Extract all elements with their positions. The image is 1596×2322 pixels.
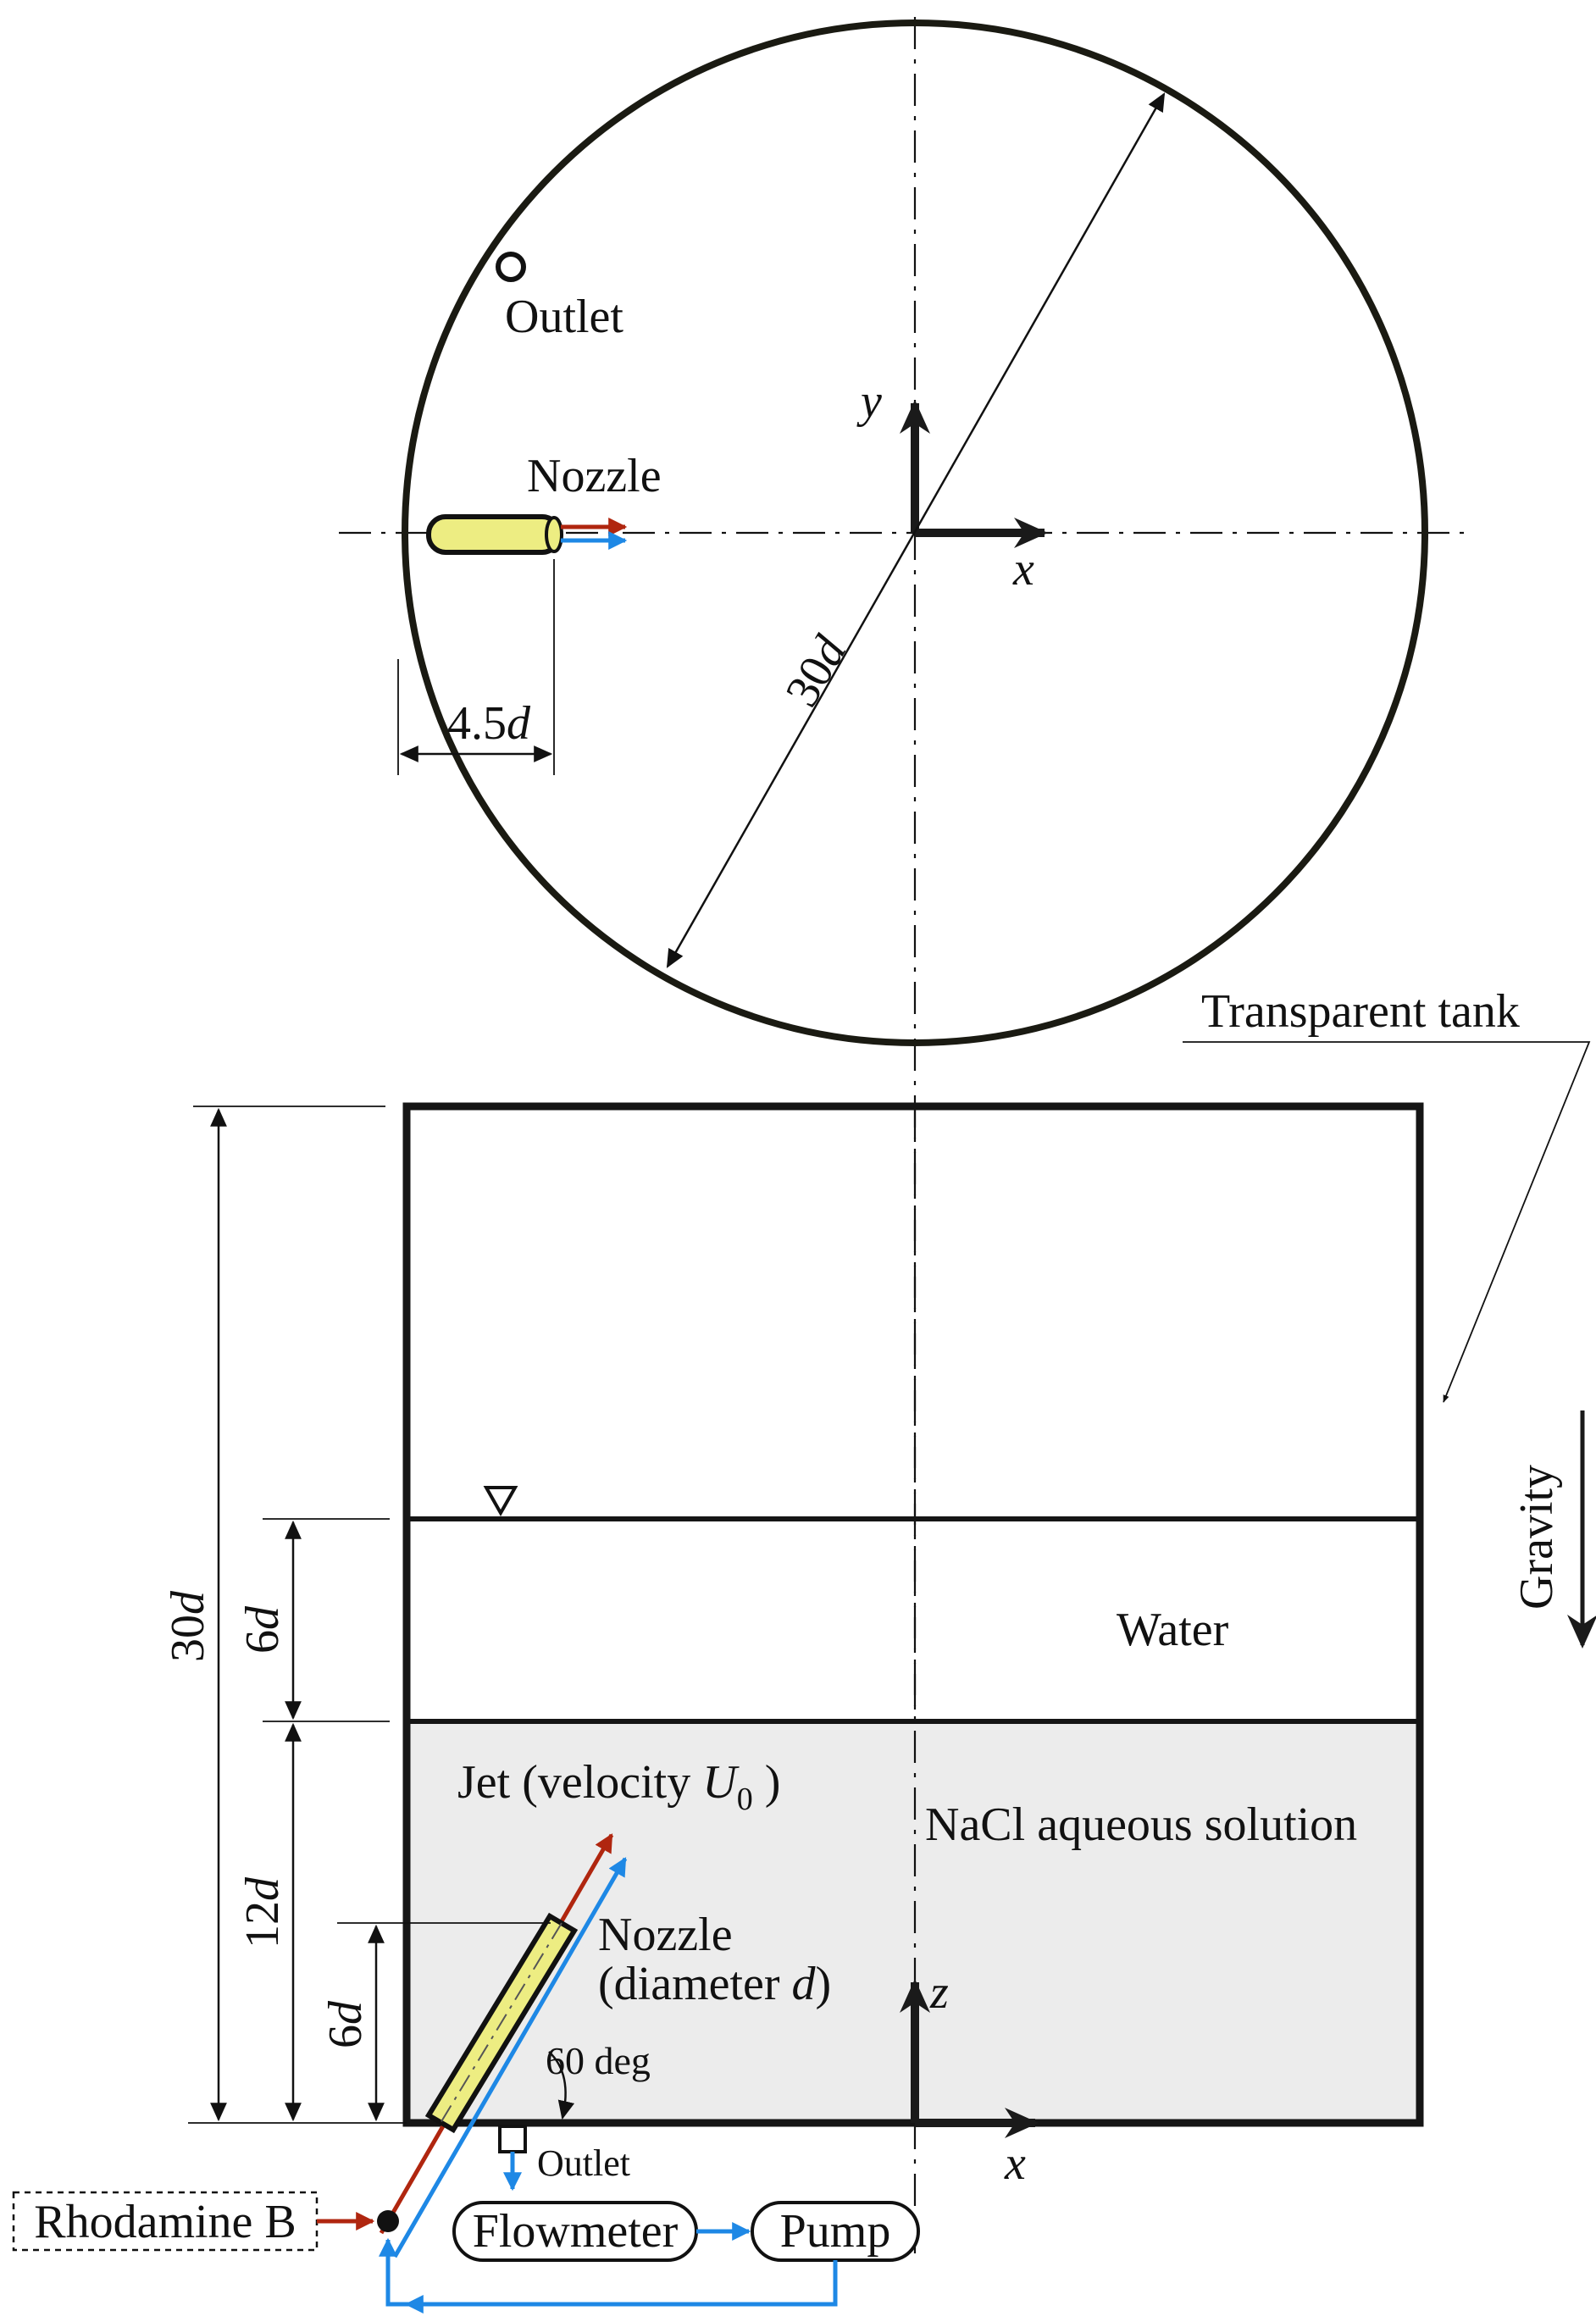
water-level-icon: [483, 1486, 518, 1517]
height-lower-label: 12d: [236, 1876, 289, 1948]
gravity-label: Gravity: [1510, 1465, 1563, 1610]
top-nozzle-icon: [426, 514, 562, 555]
side-nozzle-label-line2: (diameter d): [598, 1958, 831, 2010]
height-total-label: 30d: [162, 1590, 214, 1662]
mixing-junction: [377, 2210, 399, 2232]
angle-arc: [548, 2051, 575, 2120]
tank-label: Transparent tank: [1201, 985, 1520, 1038]
bottom-outlet-label: Outlet: [537, 2142, 630, 2184]
bottom-outlet-icon: [498, 2125, 527, 2153]
diameter-dimension: [666, 92, 1166, 968]
side-nozzle-label-line1: Nozzle: [598, 1909, 733, 1961]
pump-label: Pump: [780, 2205, 891, 2258]
x-axis-label-side: x: [1004, 2137, 1026, 2190]
top-outlet-icon: [496, 252, 526, 282]
y-axis-label: y: [856, 375, 882, 428]
offset-label: 4.5d: [447, 697, 531, 750]
height-upper-label: 6d: [236, 1605, 289, 1654]
top-outlet-label: Outlet: [505, 291, 623, 343]
water-jet-arrow: [392, 1857, 628, 2258]
side-view: Water NaCl aqueous solution Transparent …: [162, 985, 1596, 2258]
rhodamine-label: Rhodamine B: [34, 2196, 296, 2248]
flowmeter-label: Flowmeter: [473, 2205, 679, 2258]
height-nozzle-label: 6d: [319, 2000, 372, 2048]
water-label: Water: [1117, 1604, 1229, 1656]
angle-label: 60 deg: [546, 2039, 651, 2082]
jet-label: Jet (velocity U0 ): [457, 1756, 780, 1817]
tank-circle: [402, 19, 1428, 1046]
z-axis-label: z: [929, 1966, 949, 2019]
x-axis-label-top: x: [1012, 543, 1034, 596]
diameter-label: 30d: [776, 627, 857, 716]
top-nozzle-label: Nozzle: [527, 450, 662, 502]
tank-leader-line: [1183, 1041, 1591, 1403]
rhodamine-box: [12, 2191, 319, 2252]
solution-label: NaCl aqueous solution: [925, 1798, 1357, 1851]
flow-loop: Outlet Flowmeter Pump Rhodamine B: [12, 2125, 920, 2314]
